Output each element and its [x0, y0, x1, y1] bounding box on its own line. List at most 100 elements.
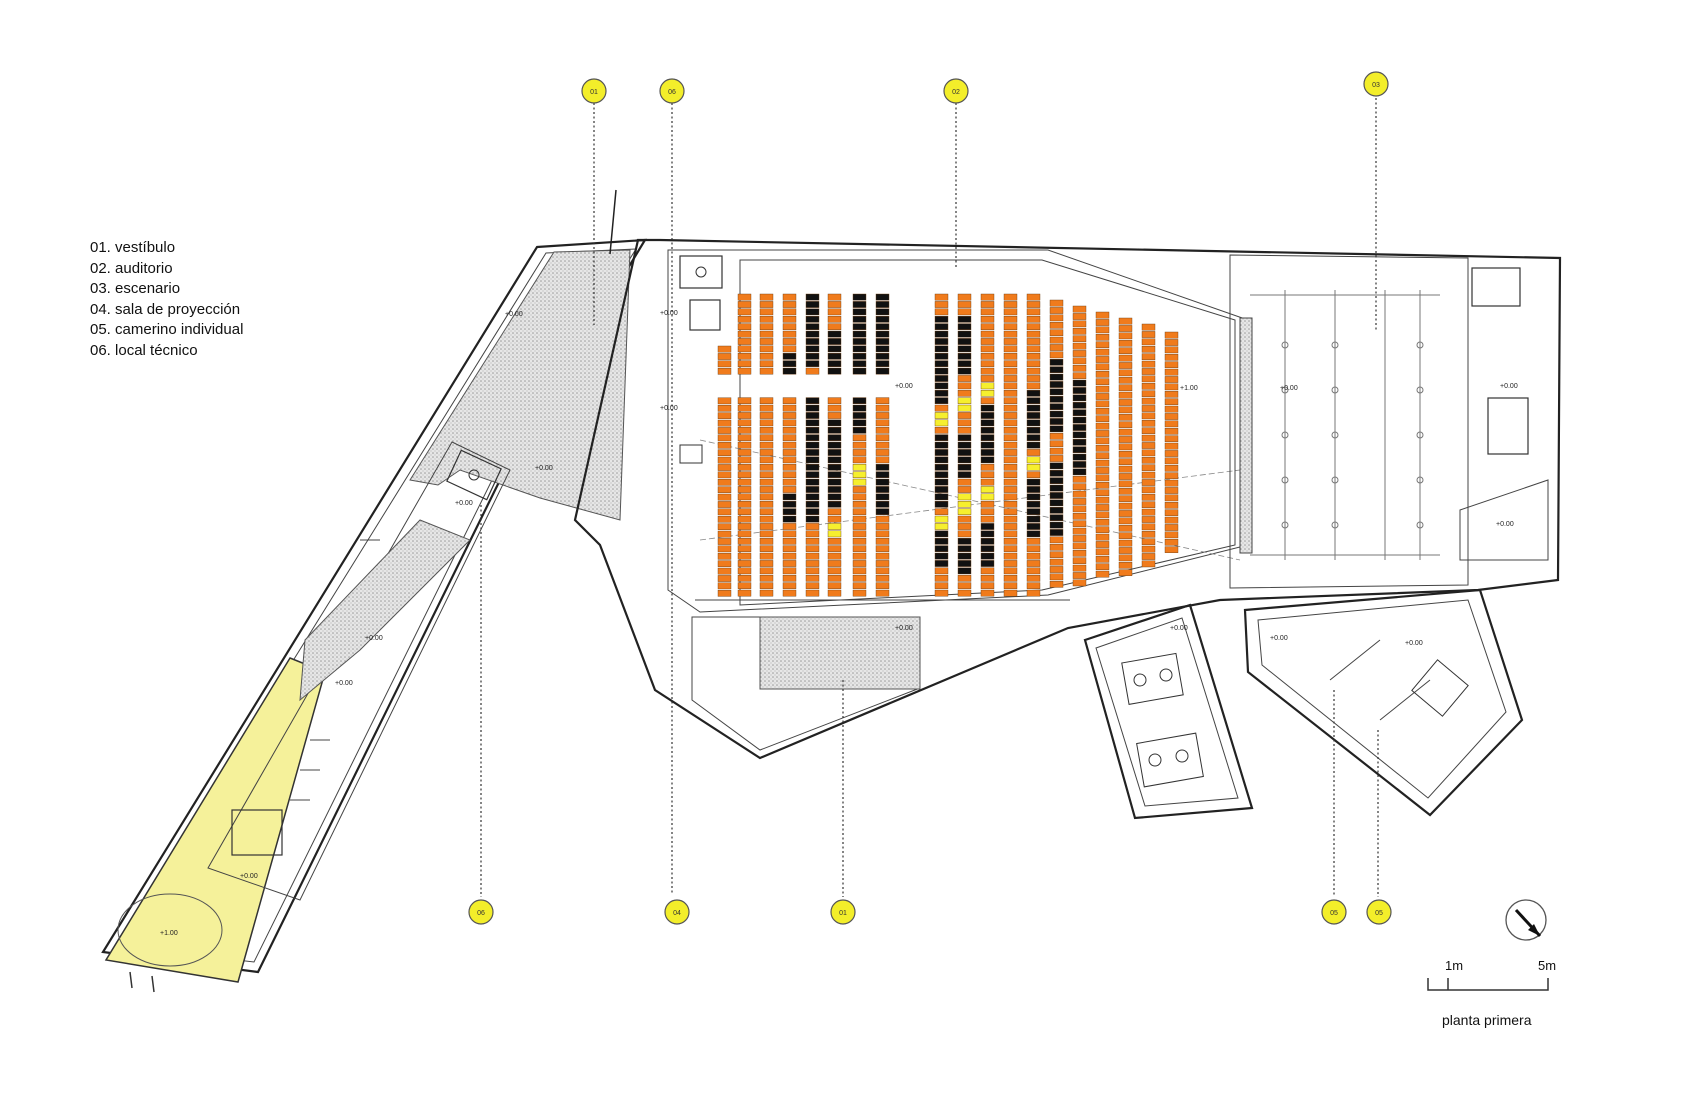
seat [737, 330, 752, 338]
seat [805, 367, 820, 375]
seat [717, 479, 732, 486]
seat [875, 515, 890, 523]
seat [957, 390, 972, 397]
seat [1072, 431, 1087, 439]
seat [875, 486, 890, 493]
seat [1141, 368, 1156, 375]
seat [852, 478, 867, 486]
seat [1164, 546, 1179, 553]
svg-text:+0.00: +0.00 [240, 873, 258, 880]
seat [1072, 461, 1087, 468]
seat [1095, 341, 1110, 349]
seat [1095, 511, 1110, 519]
seat [957, 441, 972, 449]
seat [827, 330, 842, 338]
seat [852, 538, 867, 545]
seat [827, 464, 842, 471]
seat [737, 501, 752, 508]
seat [759, 486, 774, 493]
scale-bar [1427, 978, 1549, 991]
seat [827, 478, 842, 486]
seat [934, 323, 949, 331]
entrance-yellow-zone [104, 657, 326, 983]
seat [805, 360, 820, 368]
seat [1026, 567, 1041, 575]
seat [1141, 420, 1156, 427]
seat [805, 441, 820, 449]
seat [827, 427, 842, 434]
seat [737, 323, 752, 331]
seat [1118, 354, 1133, 362]
seat [957, 456, 972, 464]
svg-text:+0.00: +0.00 [660, 405, 678, 412]
seat [805, 552, 820, 560]
seat [805, 404, 820, 412]
seat [1164, 339, 1179, 346]
seat [1049, 447, 1064, 455]
seat [852, 345, 867, 353]
seat [717, 471, 732, 479]
seat [737, 345, 752, 353]
seat [1072, 468, 1087, 476]
legend-item: 01. vestíbulo [90, 239, 176, 256]
seat [717, 493, 732, 501]
seat [737, 427, 752, 434]
seat [1026, 308, 1041, 316]
seat [717, 560, 732, 567]
seat [934, 404, 949, 412]
seat [1118, 391, 1133, 399]
seat [827, 560, 842, 567]
seat [980, 293, 995, 301]
seat [782, 567, 797, 575]
seat [827, 412, 842, 419]
seat [1026, 530, 1041, 538]
seat [759, 515, 774, 523]
seat [1003, 523, 1018, 530]
seat [1049, 351, 1064, 359]
seat [1026, 441, 1041, 449]
seat [1164, 413, 1179, 420]
seat [1003, 367, 1018, 375]
seat [1141, 397, 1156, 405]
seat [1141, 412, 1156, 420]
seat [782, 552, 797, 560]
seat [782, 330, 797, 338]
seat [1049, 529, 1064, 536]
seat [980, 582, 995, 589]
seat [759, 427, 774, 434]
seat [1026, 419, 1041, 427]
seat [717, 412, 732, 420]
seat [1164, 516, 1179, 524]
seat [1164, 442, 1179, 450]
seat [1049, 418, 1064, 425]
seat [1049, 492, 1064, 499]
seat [875, 316, 890, 323]
seat [875, 323, 890, 331]
seat [1164, 472, 1179, 480]
seat [1072, 342, 1087, 350]
seat [1095, 363, 1110, 371]
seat [1141, 479, 1156, 486]
seat [717, 434, 732, 442]
seat [934, 486, 949, 493]
seat [717, 486, 732, 494]
seat [957, 538, 972, 545]
seat [1026, 560, 1041, 567]
seat [875, 434, 890, 442]
seat [805, 530, 820, 538]
svg-text:+0.00: +0.00 [455, 500, 473, 507]
seat [957, 478, 972, 486]
seat [1141, 501, 1156, 509]
seat [1095, 311, 1110, 319]
seat [875, 478, 890, 486]
seat [1026, 390, 1041, 397]
section-marker-top-1: 01 [581, 78, 607, 104]
seat [852, 419, 867, 427]
seat [1072, 505, 1087, 513]
seat [875, 308, 890, 316]
seat [1164, 531, 1179, 539]
seat [805, 589, 820, 597]
seat [1164, 368, 1179, 376]
seat [1118, 517, 1133, 525]
seat [934, 538, 949, 545]
